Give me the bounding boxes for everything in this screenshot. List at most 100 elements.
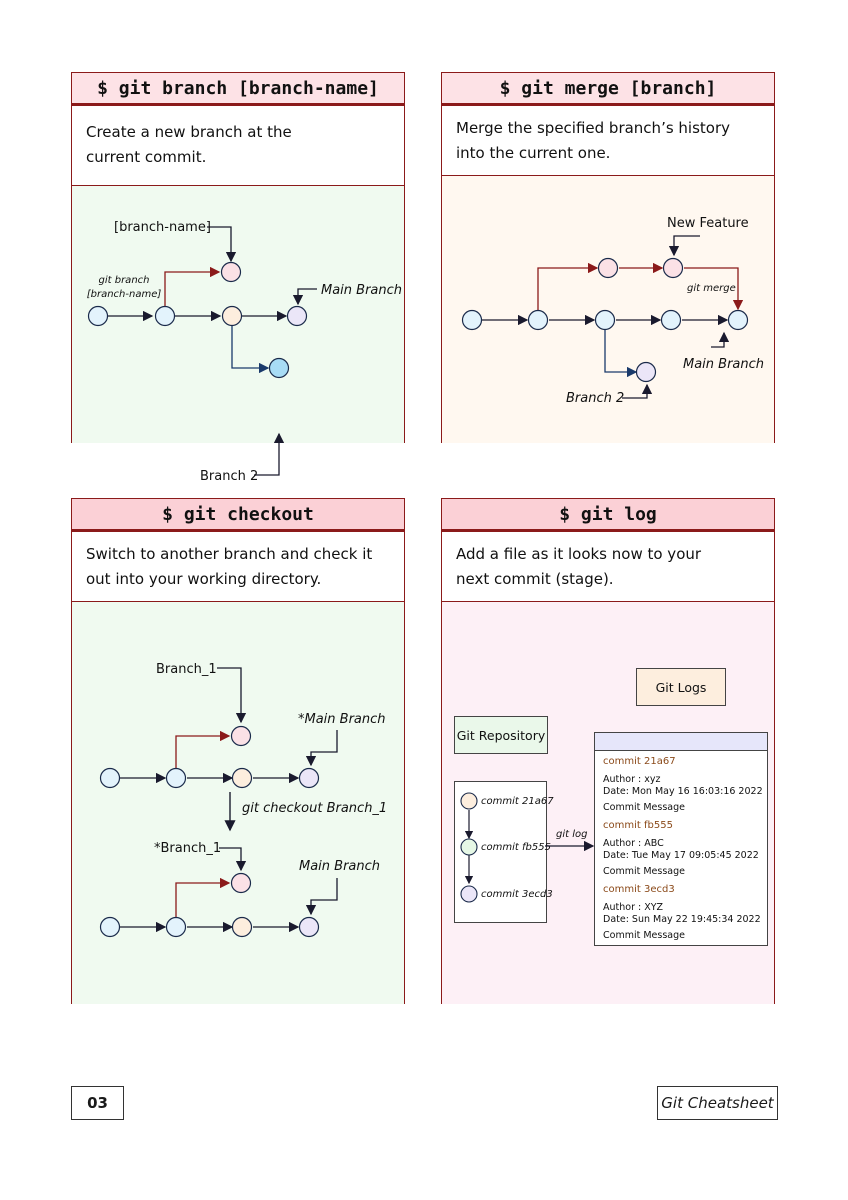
log-commit-id: commit 3ecd3 [603, 884, 675, 895]
log-entry: commit fb555 Author : ABC Date: Tue May … [603, 820, 759, 878]
pointer [207, 226, 237, 263]
git-logs-box: Git Logs [636, 668, 726, 706]
repo-commit-label: commit 21a67 [481, 796, 554, 807]
merge-diagram-svg: New Feature git merge Main Branch Branch… [461, 216, 764, 406]
commit-node [230, 872, 252, 894]
commit-node [660, 309, 682, 331]
log-date: Date: Tue May 17 09:05:45 2022 [603, 850, 759, 861]
card-description: Merge the specified branch’s history int… [442, 106, 774, 176]
branch2-label: Branch 2 [566, 391, 624, 406]
repo-commit-label: commit 3ecd3 [481, 889, 553, 900]
branch-edge [164, 266, 221, 306]
commit-node [221, 305, 243, 327]
card-git-log: $ git log Add a file as it looks now to … [441, 498, 775, 1004]
main-branch-star-label: *Main Branch [298, 712, 386, 727]
git-checkout-cmd-label: git checkout Branch_1 [242, 801, 387, 816]
commit-node [99, 916, 121, 938]
pointer [254, 432, 285, 476]
log-message: Commit Message [603, 801, 685, 813]
commit-node [298, 916, 320, 938]
description-line: into the current one. [456, 144, 611, 162]
branch-edge [175, 877, 231, 917]
branch1-label: Branch_1 [156, 662, 217, 677]
description-line: Merge the specified branch’s history [456, 119, 731, 137]
git-branch-cmd-label: [branch-name] [87, 289, 162, 300]
log-commit-id: commit 21a67 [603, 756, 676, 767]
branch1-star-label: *Branch_1 [154, 841, 221, 856]
card-description: Add a file as it looks now to your next … [442, 532, 774, 602]
commit-node [165, 916, 187, 938]
commit-node [298, 767, 320, 789]
description-line: Create a new branch at the [86, 123, 292, 141]
branch-diagram: [branch-name] git branch [branch-name] M… [72, 186, 404, 484]
git-merge-label: git merge [687, 283, 736, 294]
branch-edge [175, 730, 231, 768]
merge-diagram: New Feature git merge Main Branch Branch… [442, 176, 774, 443]
log-date: Date: Sun May 22 19:45:34 2022 [603, 914, 761, 925]
main-branch-label: Main Branch [321, 283, 402, 298]
description-line: out into your working directory. [86, 570, 322, 588]
branch2-label: Branch 2 [200, 469, 258, 484]
description-line: Switch to another branch and check it [86, 545, 373, 563]
log-diagram: Git Logs Git Repository commit 21a67 com… [442, 602, 774, 1004]
feature-edge [537, 262, 599, 310]
log-message: Commit Message [603, 865, 685, 877]
card-git-checkout: $ git checkout Switch to another branch … [71, 498, 405, 1004]
log-message: Commit Message [603, 929, 685, 941]
checkout-diagram-svg: Branch_1 *Main Branch git checkout Branc… [99, 662, 387, 938]
pointer [711, 331, 730, 348]
card-git-merge: $ git merge [branch] Merge the specified… [441, 72, 775, 443]
commit-node [231, 767, 253, 789]
commit-node [165, 767, 187, 789]
card-git-branch: $ git branch [branch-name] Create a new … [71, 72, 405, 484]
log-author: Author : XYZ [603, 901, 664, 913]
card-title: $ git log [442, 499, 774, 532]
commit-node [99, 767, 121, 789]
commit-node [268, 357, 290, 379]
commit-node [594, 309, 616, 331]
description-line: current commit. [86, 148, 207, 166]
repo-commit-label: commit fb555 [481, 842, 551, 853]
git-log-arrow-label: git log [556, 829, 587, 840]
commit-node [597, 257, 619, 279]
log-commit-id: commit fb555 [603, 820, 673, 831]
merge-edge [684, 267, 744, 311]
card-title: $ git branch [branch-name] [72, 73, 404, 106]
git-branch-cmd-label: git branch [99, 275, 150, 286]
commit-node [727, 309, 749, 331]
commit-node [87, 305, 109, 327]
pointer [217, 667, 247, 724]
pointer [622, 383, 653, 399]
card-description: Switch to another branch and check it ou… [72, 532, 404, 602]
log-author: Author : ABC [603, 837, 664, 849]
repo-commit-panel: commit 21a67 commit fb555 commit 3ecd3 [454, 781, 554, 923]
log-entry: commit 3ecd3 Author : XYZ Date: Sun May … [603, 884, 761, 942]
commit-node [231, 916, 253, 938]
git-log-arrow: git log [545, 829, 595, 852]
checkout-diagram: Branch_1 *Main Branch git checkout Branc… [72, 602, 404, 1004]
commit-node [635, 361, 657, 383]
commit-node [461, 309, 483, 331]
commit-node [460, 885, 478, 903]
description-line: Add a file as it looks now to your [456, 545, 702, 563]
commit-node [286, 305, 308, 327]
card-title: $ git merge [branch] [442, 73, 774, 106]
branch2-edge [604, 330, 638, 378]
new-feature-label: New Feature [667, 216, 749, 231]
pointer [305, 878, 338, 916]
commit-node [154, 305, 176, 327]
commit-node [220, 261, 242, 283]
repo-commit-svg: commit 21a67 commit fb555 commit 3ecd3 [460, 792, 554, 903]
commit-node [662, 257, 684, 279]
commit-node [460, 792, 478, 810]
pointer [219, 847, 247, 872]
log-author: Author : xyz [603, 773, 661, 785]
card-description: Create a new branch at the current commi… [72, 106, 404, 186]
document-title: Git Cheatsheet [657, 1086, 778, 1120]
logs-panel-header [595, 733, 767, 751]
description-line: next commit (stage). [456, 570, 614, 588]
commit-node [230, 725, 252, 747]
main-branch-label: Main Branch [299, 859, 380, 874]
branch-diagram-svg: [branch-name] git branch [branch-name] M… [87, 220, 402, 484]
branch2-edge [231, 326, 270, 374]
